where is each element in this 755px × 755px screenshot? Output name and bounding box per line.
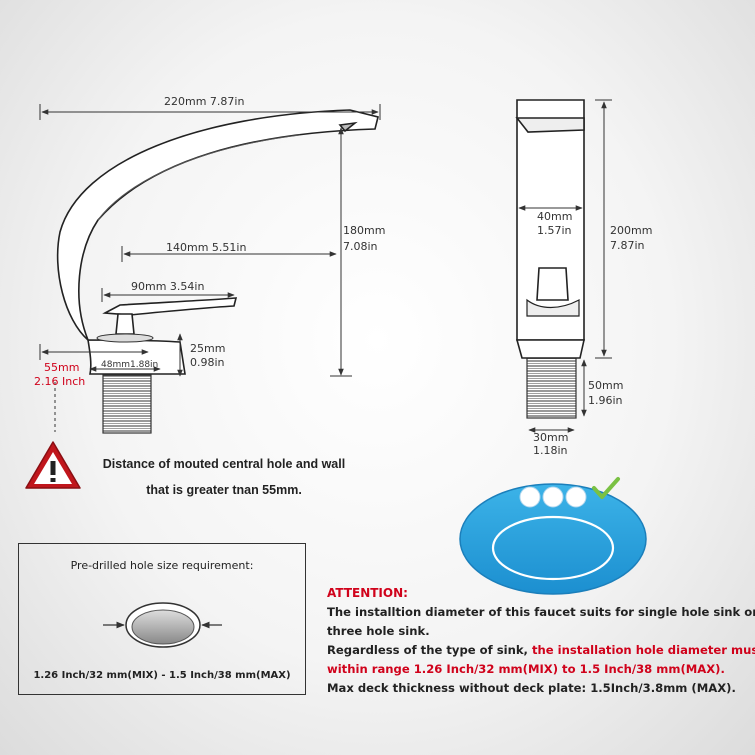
base-height-in-label: 0.98in (190, 356, 225, 369)
base-height-label: 25mm (190, 342, 226, 355)
base-diameter-label: 48mm1.88in (101, 360, 159, 370)
front-handle (536, 267, 569, 301)
total-length-label: 220mm 7.87in (164, 95, 245, 108)
attention-notes: ATTENTION: The installtion diameter of t… (327, 584, 755, 698)
hole-requirement-range: 1.26 Inch/32 mm(MIX) - 1.5 Inch/38 mm(MA… (33, 670, 291, 681)
drilled-hole-diagram (103, 602, 222, 648)
side-thread (102, 374, 152, 434)
thread-length-label: 50mm (588, 379, 624, 392)
front-height-label: 200mm (610, 224, 653, 237)
spout-height-in-label: 7.08in (343, 240, 378, 253)
thread-length-in-label: 1.96in (588, 394, 623, 407)
handle-length-label: 90mm 3.54in (131, 280, 205, 293)
handle-lever (102, 297, 238, 316)
side-view-faucet (56, 109, 379, 434)
sink-hole (542, 486, 564, 508)
front-height-in-label: 7.87in (610, 239, 645, 252)
warning-message: Distance of mouted central hole and wall… (88, 451, 360, 503)
warning-line-2: that is greater tnan 55mm. (146, 483, 302, 497)
thread-diameter-in-label: 1.18in (533, 444, 568, 457)
check-mark-icon (592, 477, 620, 499)
notes-line-4: within range 1.26 Inch/32 mm(MIX) to 1.5… (327, 662, 725, 676)
reach-label: 140mm 5.51in (166, 241, 247, 254)
hole-requirement-title: Pre-drilled hole size requirement: (70, 559, 254, 572)
sink-illustration (459, 477, 647, 595)
front-dimension-lines (518, 99, 612, 433)
notes-line-3: Regardless of the type of sink, the inst… (327, 643, 755, 657)
warning-line-1: Distance of mouted central hole and wall (102, 457, 346, 471)
thread-diameter-label: 30mm (533, 431, 569, 444)
sink-hole (565, 486, 587, 508)
notes-line-1: The installtion diameter of this faucet … (327, 605, 755, 619)
body-width-in-label: 1.57in (537, 224, 572, 237)
wall-distance-in-label: 2.16 Inch (34, 375, 86, 388)
notes-line-2: three hole sink. (327, 624, 430, 638)
front-thread (526, 357, 577, 419)
spout-height-label: 180mm (343, 224, 386, 237)
attention-heading: ATTENTION: (327, 586, 408, 600)
body-width-label: 40mm (537, 210, 573, 223)
side-dimension-lines (39, 104, 381, 432)
front-view-faucet (515, 99, 585, 419)
notes-line-5: Max deck thickness without deck plate: 1… (327, 681, 736, 695)
warning-triangle-icon (25, 441, 81, 489)
wall-distance-label: 55mm (44, 361, 80, 374)
sink-hole (519, 486, 541, 508)
hole-requirement-box: Pre-drilled hole size requirement: 1.26 … (18, 543, 306, 695)
